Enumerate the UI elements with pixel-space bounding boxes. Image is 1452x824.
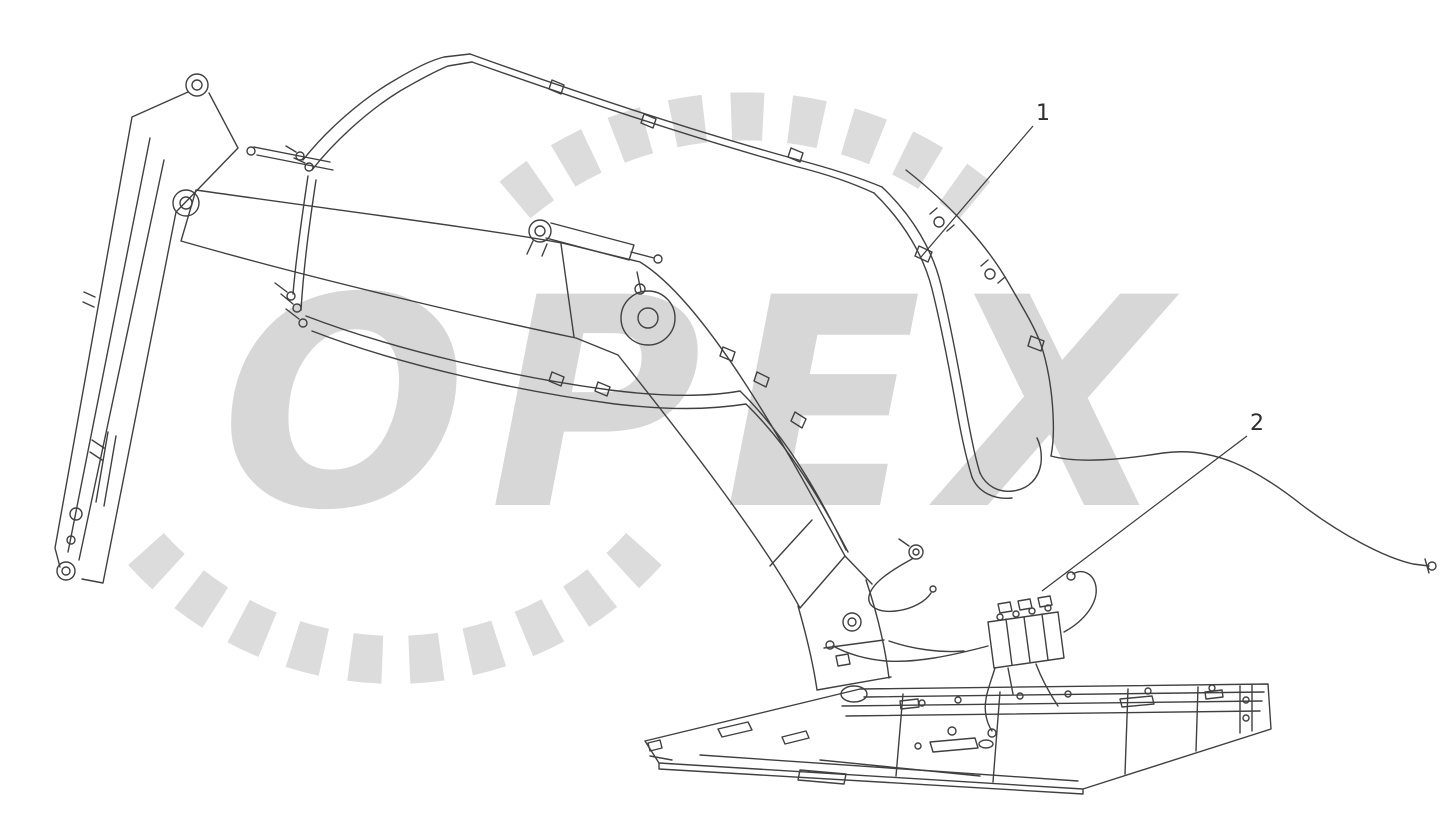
valve-hose-left bbox=[825, 640, 989, 663]
valve-hose-loop bbox=[1063, 570, 1097, 633]
boom-boss-pin bbox=[637, 307, 659, 329]
frame-misc-lines bbox=[649, 755, 981, 777]
elbow-fittings bbox=[274, 282, 308, 328]
arm-assembly bbox=[54, 73, 239, 584]
callout-1: 1 bbox=[920, 101, 1050, 258]
watermark-text: OPEX bbox=[221, 237, 1190, 574]
pilot-valve-part bbox=[868, 538, 937, 613]
arm-top-pivot-pin bbox=[191, 79, 203, 91]
cylinder-clevis bbox=[528, 219, 552, 243]
valve-top-caps bbox=[996, 595, 1053, 621]
hose-feed-lines bbox=[292, 175, 317, 311]
frame-brackets bbox=[647, 689, 1224, 785]
hose-clamps-mid bbox=[548, 346, 807, 429]
callout-1-label: 1 bbox=[1036, 101, 1050, 126]
link-bars bbox=[246, 146, 334, 171]
foot-pivot-hole bbox=[842, 612, 862, 632]
chassis-frame bbox=[644, 683, 1272, 795]
boom-boss bbox=[620, 290, 676, 346]
frame-outline bbox=[644, 683, 1272, 795]
cylinder-body bbox=[526, 222, 663, 264]
arm-outline bbox=[54, 91, 239, 584]
watermark-gear-bottom bbox=[128, 532, 662, 684]
callout-2-leader bbox=[1041, 435, 1248, 592]
frame-holes bbox=[914, 684, 1216, 750]
boom-outline bbox=[180, 189, 846, 609]
boom-foot-bracket bbox=[797, 555, 892, 691]
callout-2-label: 2 bbox=[1250, 411, 1264, 436]
valve-hoses-down bbox=[984, 663, 1059, 738]
long-tail-hose bbox=[1050, 451, 1437, 574]
top-elbow-fittings bbox=[285, 145, 314, 172]
boom-hose-pair bbox=[305, 315, 849, 553]
arm-top-pivot bbox=[185, 73, 209, 97]
hose-long-tail bbox=[1050, 451, 1430, 567]
watermark-gear-top bbox=[499, 92, 991, 219]
boom-pivot bbox=[172, 189, 200, 217]
hose-j-hook bbox=[971, 437, 1042, 499]
frame-large-hole bbox=[840, 685, 868, 703]
boom-assembly bbox=[180, 189, 846, 609]
frame-cross-members bbox=[895, 686, 1199, 783]
watermark: OPEX bbox=[128, 92, 1190, 684]
tail-end-fitting bbox=[1424, 558, 1437, 574]
boom-pivot-pin bbox=[179, 196, 193, 210]
boom-hose-run bbox=[274, 175, 849, 553]
frame-rails bbox=[699, 691, 1265, 782]
hose-outer bbox=[905, 169, 1055, 457]
foot-pivot-pin bbox=[847, 617, 857, 627]
cylinder-clevis-pin bbox=[534, 225, 546, 237]
hose-down-pair bbox=[873, 186, 981, 478]
hose-top-pair bbox=[469, 53, 883, 194]
frame-right-bracket bbox=[1239, 684, 1253, 734]
excavator-drawing bbox=[54, 53, 1437, 795]
callout-1-leader bbox=[920, 125, 1034, 258]
valve-link-hose bbox=[888, 640, 965, 653]
hose-zigzag bbox=[302, 53, 473, 171]
boom-cylinder bbox=[526, 219, 663, 264]
union-fittings bbox=[929, 207, 1045, 352]
callout-2: 2 bbox=[1041, 411, 1264, 592]
foot-outline bbox=[797, 555, 892, 691]
arm-details bbox=[82, 291, 117, 507]
top-hose-run bbox=[246, 53, 933, 263]
right-hose-run bbox=[873, 169, 1055, 499]
boss-grease-pin bbox=[634, 271, 646, 295]
valve-body bbox=[987, 611, 1065, 669]
arm-end-fittings bbox=[56, 507, 83, 581]
hose-clamps-top bbox=[548, 79, 933, 263]
